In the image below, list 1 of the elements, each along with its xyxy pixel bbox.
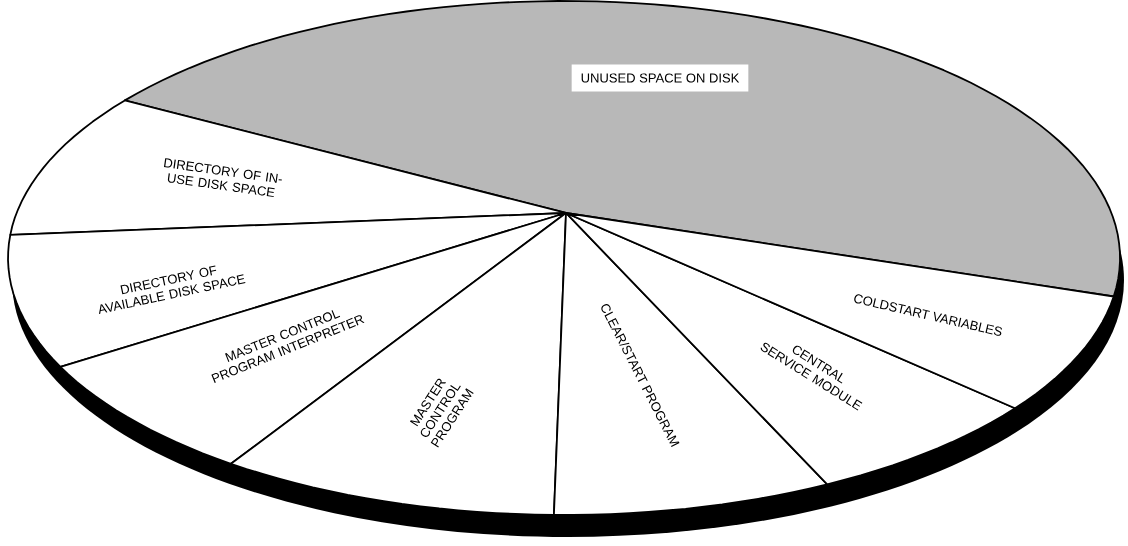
disk-sector: DIRECTORY OF IN-USE DISK SPACE: [9, 99, 567, 236]
